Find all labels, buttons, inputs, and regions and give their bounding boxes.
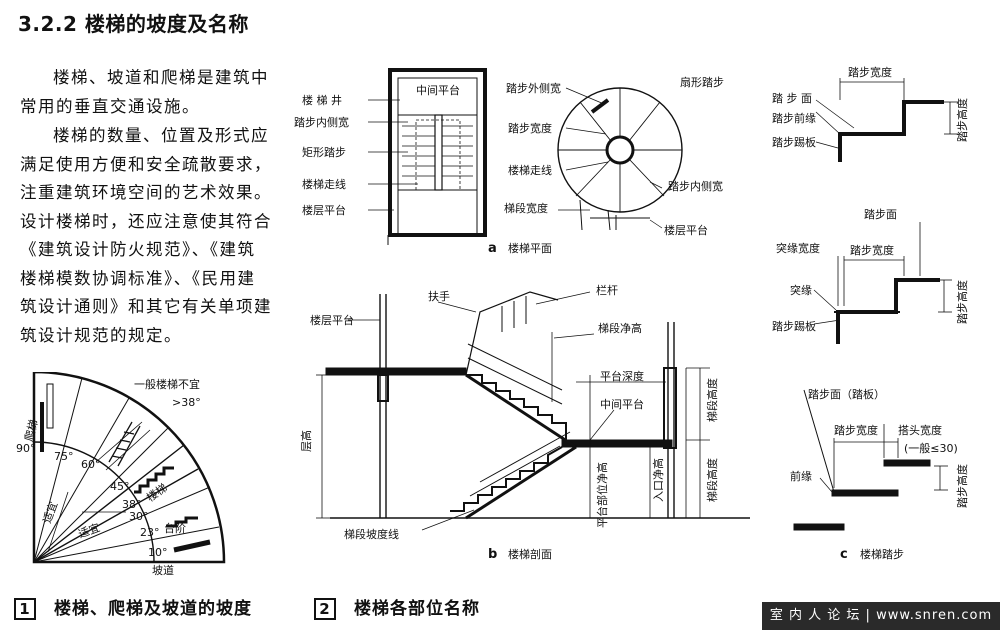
label-front-edge: 前缘	[790, 469, 812, 483]
label-deg-gt38: >38°	[172, 396, 201, 409]
label-deg10: 10°	[148, 546, 168, 559]
label-overlap-width: 搭头宽度	[898, 423, 942, 437]
label-nosing-width: 突缘宽度	[776, 241, 820, 255]
label-deg90: 90°	[16, 442, 36, 455]
label-tread-face-c2: 踏步面	[864, 207, 897, 221]
label-deg60: 60°	[81, 458, 101, 471]
stair-section-diagram: 楼层平台 扶手 栏杆 梯段净高 平台深度 中间平台 层高 梯段高度 平台部位净高…	[299, 283, 750, 562]
label-deg38: 38°	[122, 498, 142, 511]
label-landing-clearance: 平台部位净高	[595, 462, 609, 528]
figure-1-caption: 1 楼梯、爬梯及坡道的坡度	[14, 594, 252, 620]
label-tread-face-board: 踏步面（踏板）	[808, 387, 885, 401]
sub-a-title: 楼梯平面	[508, 241, 552, 255]
sub-a-letter: a	[488, 241, 497, 256]
label-landing-depth: 平台深度	[600, 369, 644, 383]
label-flight-clearance: 梯段净高	[598, 321, 642, 335]
label-steps: 台阶	[164, 521, 186, 535]
section-title: 3.2.2 楼梯的坡度及名称	[18, 12, 249, 36]
quadrant-outline	[32, 372, 226, 564]
label-inner-width-2: 踏步内侧宽	[668, 179, 723, 193]
label-riser-c2: 踏步踢板	[772, 319, 816, 333]
label-walk-line: 楼梯走线	[302, 177, 346, 191]
label-riser: 踏步踢板	[772, 135, 816, 149]
label-tread-width-c1: 踏步宽度	[848, 65, 892, 79]
label-floor-landing-section: 楼层平台	[310, 313, 354, 327]
figure-1-number: 1	[14, 598, 36, 620]
label-tread-height-c2: 踏步高度	[955, 280, 969, 324]
label-ramp: 坡道	[152, 563, 174, 577]
label-tread-width-plan: 踏步宽度	[508, 121, 552, 135]
label-flight-height: 梯段高度	[705, 378, 719, 422]
label-flight-width: 梯段宽度	[504, 201, 548, 215]
floor-slab	[325, 367, 467, 376]
label-walk-line-2: 楼梯走线	[508, 163, 552, 177]
slope-quadrant-diagram: 一般楼梯不宜 >38° 90° 75° 60° 45° 38° 30° 23° …	[16, 372, 226, 577]
label-entry-clearance: 入口净高	[651, 458, 665, 502]
label-stairwell: 楼 梯 井	[302, 93, 342, 107]
label-tread-edge: 踏步前缘	[772, 111, 816, 125]
label-fan-tread: 扇形踏步	[680, 75, 724, 89]
sub-b-title: 楼梯剖面	[508, 547, 552, 561]
label-overlap-note: (一般≤30)	[904, 442, 958, 455]
label-floor-height: 层高	[299, 430, 313, 452]
label-general-not-suitable: 一般楼梯不宜	[134, 377, 200, 391]
label-deg23: 23°	[140, 526, 160, 539]
label-rect-tread: 矩形踏步	[302, 145, 346, 159]
label-climbing-ladder: 爬梯	[22, 418, 40, 443]
sub-c-letter: c	[840, 547, 848, 562]
mid-landing-slab	[561, 439, 673, 448]
stairwell-gap	[434, 114, 443, 191]
label-deg75: 75°	[54, 450, 74, 463]
label-flight-height-2: 梯段高度	[705, 458, 719, 502]
label-railing: 栏杆	[596, 283, 618, 297]
sub-b-letter: b	[488, 547, 497, 562]
label-mid-landing-section: 中间平台	[600, 397, 644, 411]
design-paragraph: 楼梯的数量、位置及形式应满足使用方便和安全疏散要求，注重建筑环境空间的艺术效果。…	[20, 126, 272, 345]
label-suitable-ramp: 适宜	[76, 520, 101, 541]
label-deg30: 30°	[129, 510, 149, 523]
label-handrail: 扶手	[428, 289, 450, 303]
label-slope-line: 梯段坡度线	[344, 527, 399, 541]
label-inner-width: 踏步内侧宽	[294, 115, 349, 129]
stair-plan-diagram: 楼 梯 井 中间平台 踏步内侧宽 矩形踏步 楼梯走线 楼层平台 踏步外侧宽 扇形…	[294, 68, 724, 256]
intro-paragraph: 楼梯、坡道和爬梯是建筑中常用的垂直交通设施。	[20, 68, 269, 116]
figure-2-caption: 2 楼梯各部位名称	[314, 594, 480, 620]
label-tread-face: 踏 步 面	[772, 91, 812, 105]
label-nosing: 突缘	[790, 283, 812, 297]
label-floor-landing-2: 楼层平台	[664, 223, 708, 237]
label-floor-landing-plan: 楼层平台	[302, 203, 346, 217]
label-tread-width-c3: 踏步宽度	[834, 423, 878, 437]
site-watermark: 室 内 人 论 坛 | www.snren.com	[762, 602, 1000, 630]
label-tread-height-c3: 踏步高度	[955, 464, 969, 508]
label-tread-height-c1: 踏步高度	[955, 98, 969, 142]
label-tread-width-c2: 踏步宽度	[850, 243, 894, 257]
label-mid-landing-plan: 中间平台	[416, 83, 460, 97]
stair-tread-diagram: 踏步宽度 踏 步 面 踏步前缘 踏步踢板 踏步高度 踏步面 突缘宽度 踏步宽度 …	[772, 65, 969, 562]
label-outer-width: 踏步外侧宽	[506, 81, 561, 95]
label-deg45: 45°	[110, 480, 130, 493]
figure-1-caption-text: 楼梯、爬梯及坡道的坡度	[54, 599, 252, 619]
figure-2-number: 2	[314, 598, 336, 620]
figure-2-caption-text: 楼梯各部位名称	[354, 599, 480, 619]
sub-c-title: 楼梯踏步	[860, 547, 904, 561]
spiral-thick-tread	[590, 98, 610, 114]
